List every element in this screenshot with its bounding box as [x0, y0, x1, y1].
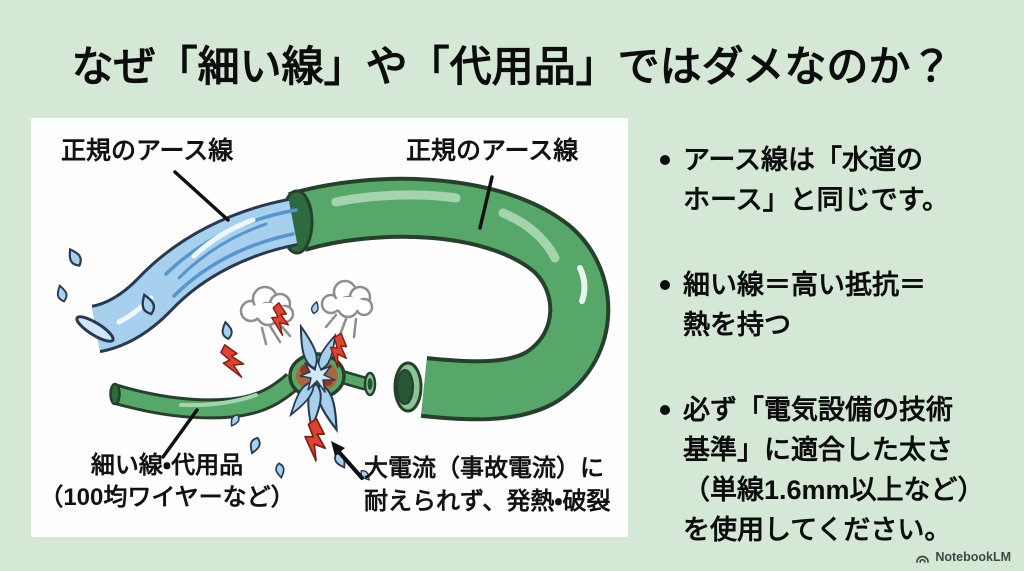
pointer-lines	[161, 170, 494, 459]
steam-cloud-left	[239, 285, 295, 346]
bullet-item-thin-wire-resistance: 細い線＝高い抵抗＝ 熱を持つ	[660, 265, 1022, 345]
bullet-dot	[660, 155, 670, 165]
hose-illustration	[54, 170, 611, 483]
label-regular-earth-wire-right: 正規のアース線	[406, 137, 579, 165]
bullet-text: 細い線＝高い抵抗＝ 熱を持つ	[683, 270, 926, 340]
page-title: なぜ「細い線」や「代用品」ではダメなのか？	[71, 43, 953, 90]
label-fault-current-burst: 大電流（事故電流）に 耐えられず、発熱・破裂	[364, 455, 611, 515]
illustration-panel: 正規のアース線 正規のアース線 細い線・代用品 （100均ワイヤーなど） 大電流…	[31, 118, 628, 537]
regular-hose	[280, 176, 611, 422]
notebooklm-label: NotebookLM	[935, 550, 1011, 564]
burst-flash	[299, 359, 336, 393]
label-regular-earth-wire-left: 正規のアース線	[61, 137, 234, 165]
bullet-text: アース線は「水道の ホース」と同じです。	[683, 145, 949, 215]
notebooklm-icon	[916, 555, 930, 563]
water-stream	[75, 197, 298, 354]
notebooklm-attribution: NotebookLM	[915, 550, 1011, 564]
bullet-dot	[660, 280, 670, 290]
bullet-item-hose-analogy: アース線は「水道の ホース」と同じです。	[660, 140, 1022, 220]
bullet-text: 必ず「電気設備の技術 基準」に適合した太さ （単線1.6mm以上など） を使用し…	[683, 395, 985, 545]
bullet-item-technical-standard: 必ず「電気設備の技術 基準」に適合した太さ （単線1.6mm以上など） を使用し…	[660, 390, 1022, 550]
pointer-arrow	[331, 441, 364, 480]
bullet-dot	[660, 405, 670, 415]
bullet-list: アース線は「水道の ホース」と同じです。 細い線＝高い抵抗＝ 熱を持つ 必ず「電…	[660, 140, 1022, 571]
steam-cloud-right	[320, 279, 374, 339]
label-thin-wire-substitute: 細い線・代用品 （100均ワイヤーなど）	[39, 452, 295, 511]
